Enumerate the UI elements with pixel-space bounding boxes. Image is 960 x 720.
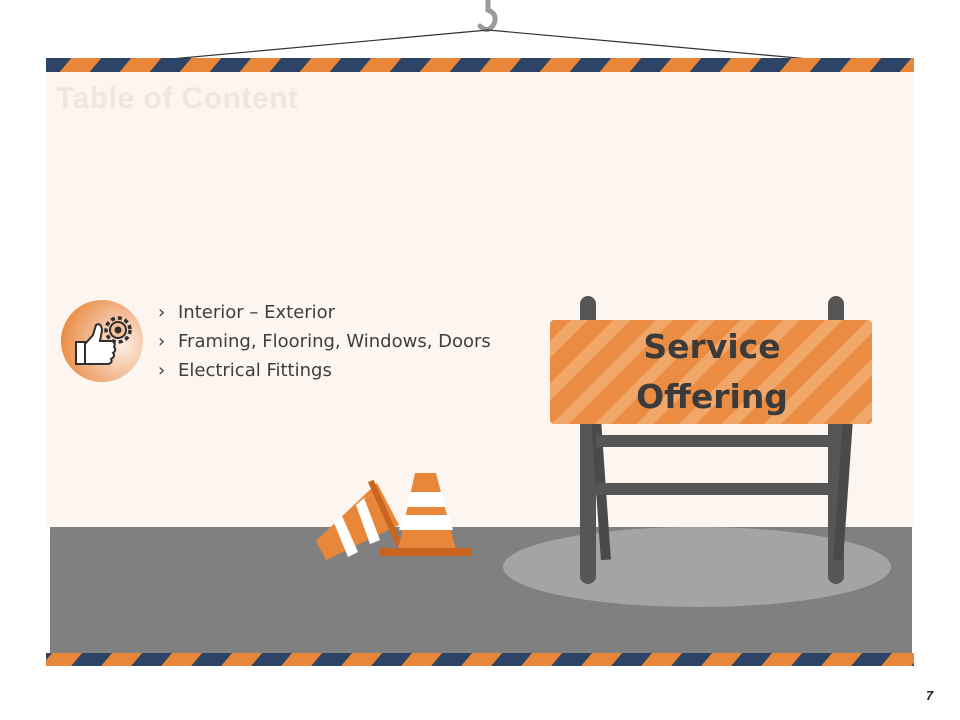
page-number: 7 [926, 688, 934, 703]
road-barricade [550, 296, 872, 584]
list-item-label: Framing, Flooring, Windows, Doors [178, 331, 491, 352]
bullet-list: › Interior – Exterior › Framing, Flooring,… [158, 302, 491, 389]
traffic-cone-standing [380, 473, 472, 556]
thumbs-up-gear-icon [61, 300, 143, 382]
chevron-right-icon: › [158, 302, 166, 323]
chevron-right-icon: › [158, 331, 166, 352]
traffic-cone-fallen [316, 479, 402, 560]
list-item-label: Interior – Exterior [178, 302, 336, 323]
bottom-hazard-stripe [46, 653, 914, 666]
banner-background [46, 72, 914, 530]
slide-title: Table of Content [56, 82, 299, 115]
hanging-hook [159, 0, 821, 61]
sign-line-1: Service [643, 327, 781, 366]
list-item-label: Electrical Fittings [178, 360, 332, 381]
chevron-right-icon: › [158, 360, 166, 381]
sign-line-2: Offering [636, 377, 788, 416]
list-item: › Electrical Fittings [158, 360, 491, 389]
list-item: › Interior – Exterior [158, 302, 491, 331]
top-hazard-stripe [46, 58, 914, 72]
sign-label: Service Offering [552, 322, 872, 422]
list-item: › Framing, Flooring, Windows, Doors [158, 331, 491, 360]
